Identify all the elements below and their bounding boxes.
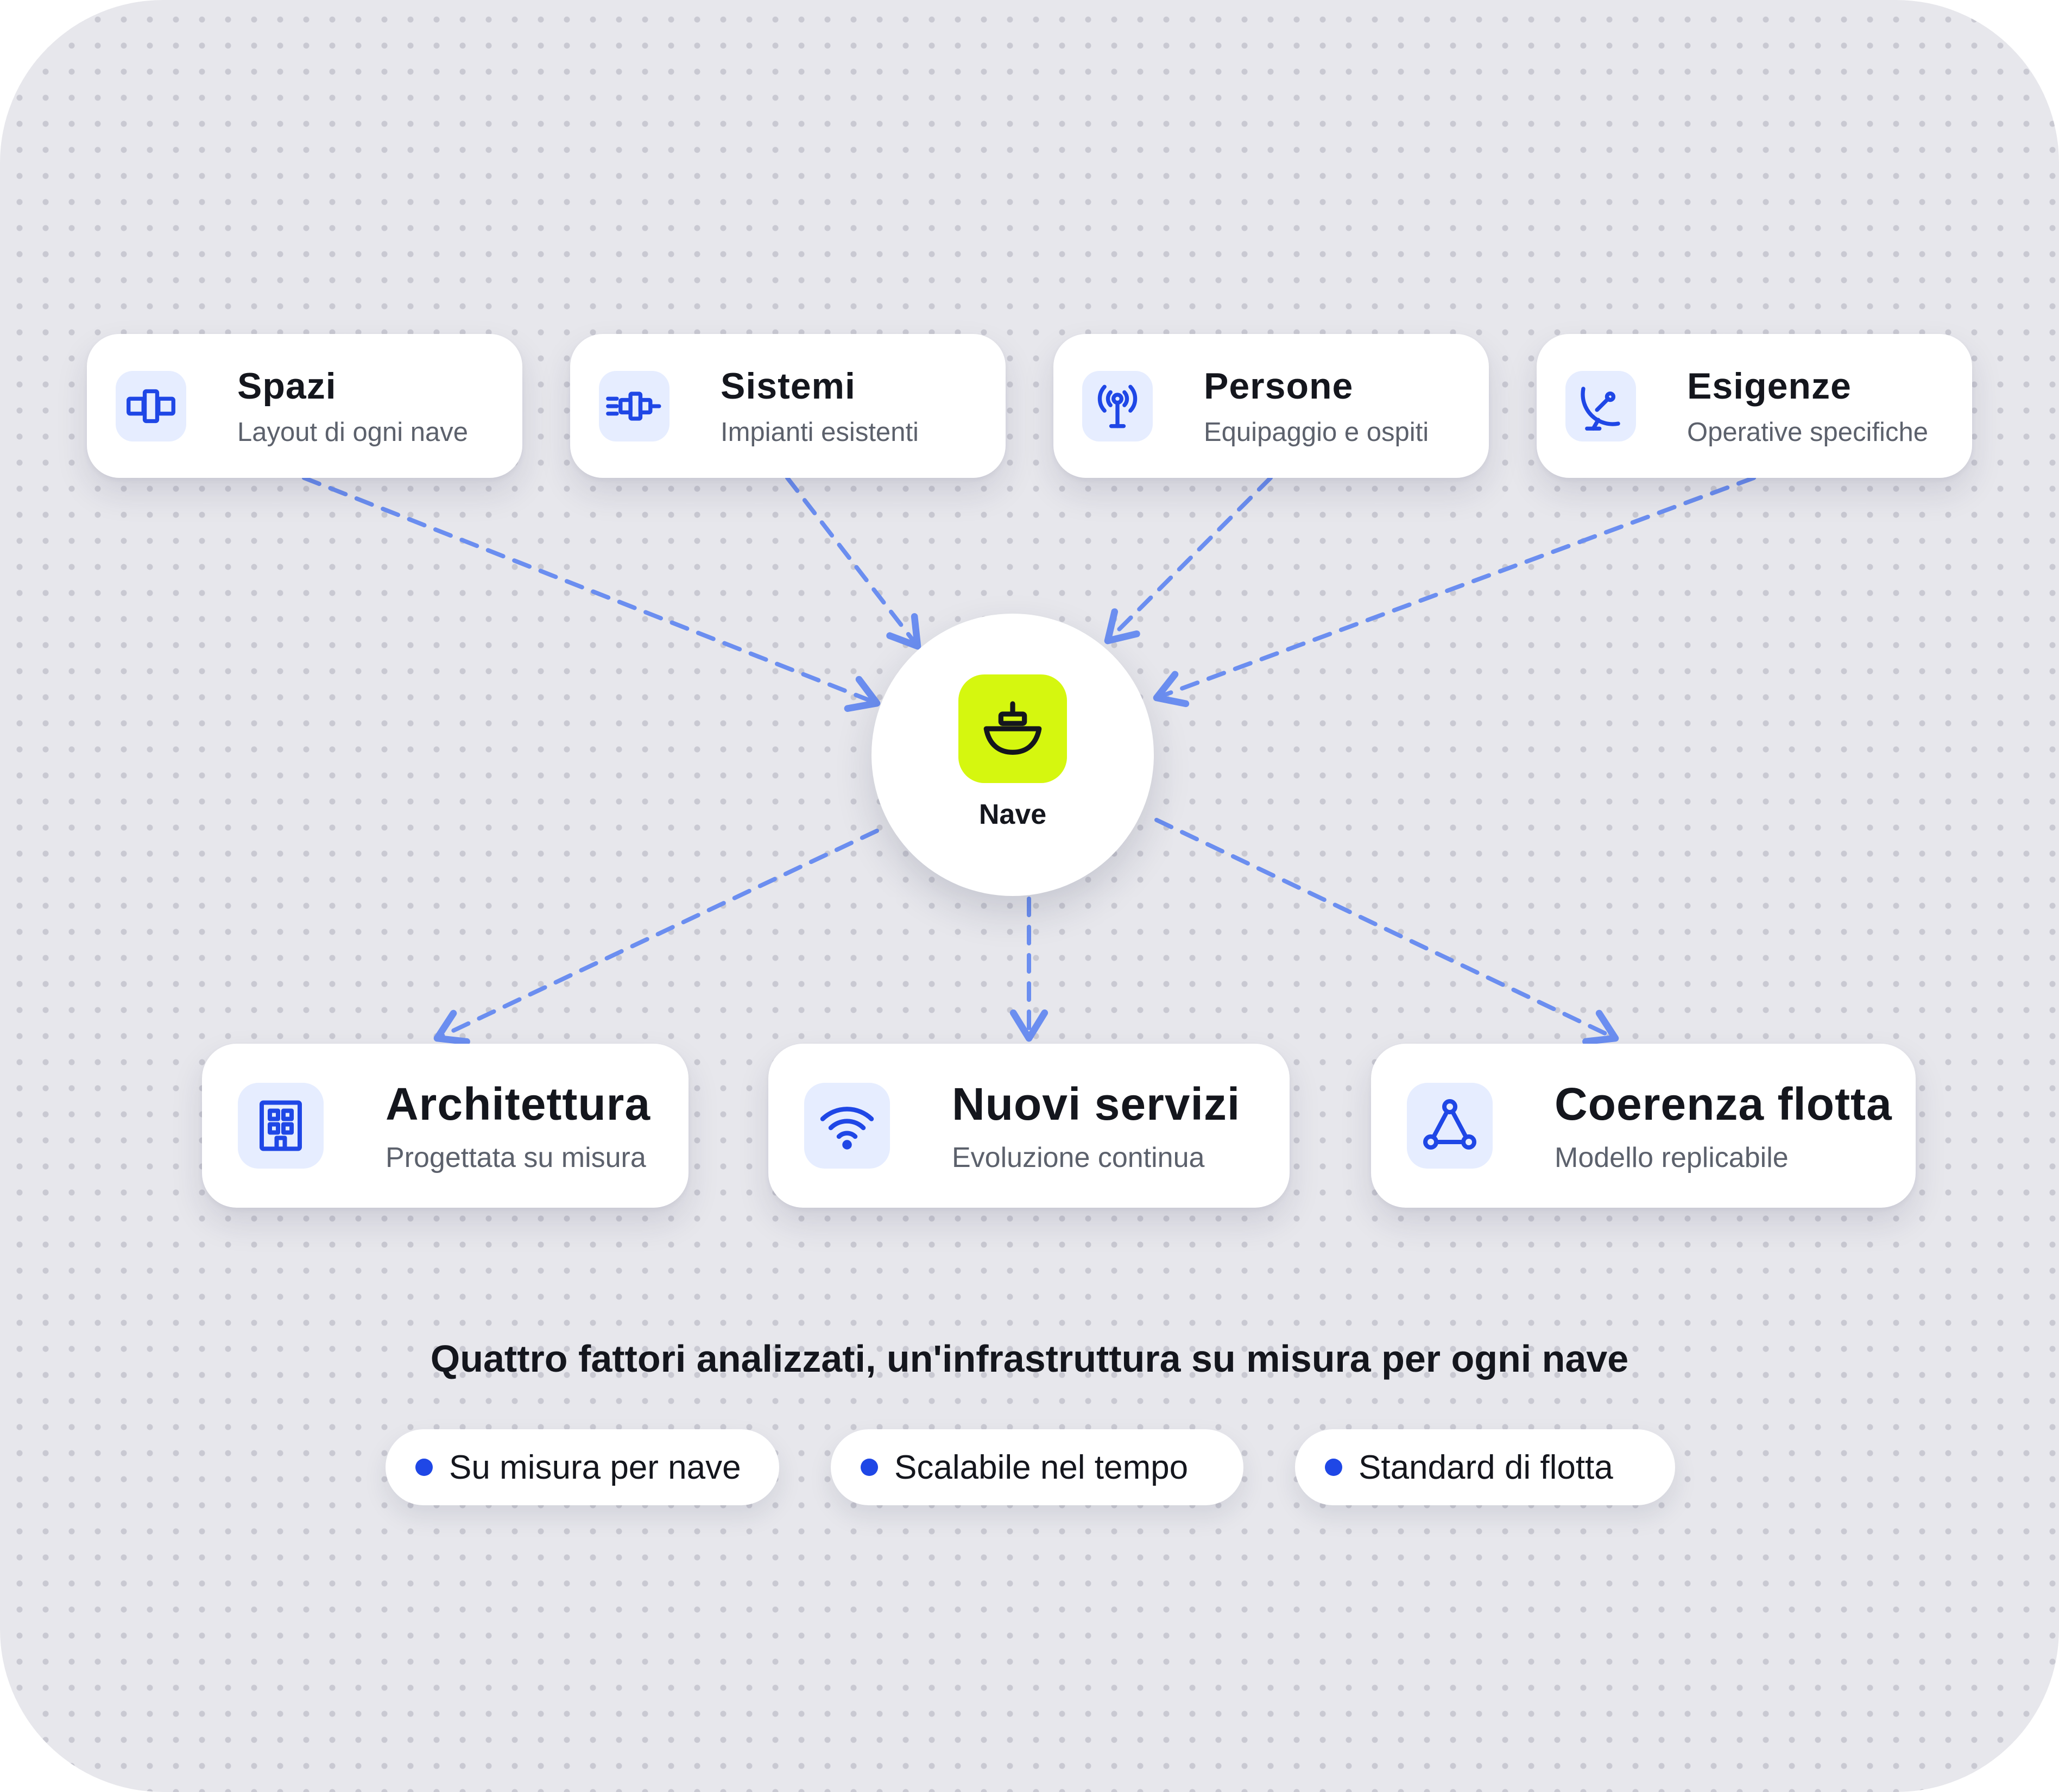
network-triangle-icon	[1407, 1083, 1493, 1169]
layout-blocks-icon	[116, 370, 186, 441]
antenna-icon	[1082, 370, 1153, 441]
diagram-caption: Quattro fattori analizzati, un'infrastru…	[430, 1337, 1629, 1380]
input-subtitle: Impianti esistenti	[721, 417, 919, 447]
bullet-dot-icon	[861, 1459, 878, 1476]
output-title: Coerenza flotta	[1555, 1078, 1892, 1130]
input-title: Sistemi	[721, 365, 856, 407]
connector-sistemi-to-nave	[785, 476, 921, 650]
input-card-esigenze: Esigenze Operative specifiche	[1537, 334, 1972, 478]
input-subtitle: Operative specifiche	[1687, 417, 1928, 447]
input-card-sistemi: Sistemi Impianti esistenti	[570, 334, 1006, 478]
output-subtitle: Evoluzione continua	[952, 1141, 1205, 1173]
connector-nave-to-architettura	[433, 829, 879, 1045]
output-title: Architettura	[386, 1078, 651, 1130]
input-subtitle: Equipaggio e ospiti	[1204, 417, 1429, 447]
tag-pill-scalabile: Scalabile nel tempo	[831, 1429, 1243, 1505]
connected-system-icon	[599, 370, 670, 441]
input-card-persone: Persone Equipaggio e ospiti	[1053, 334, 1489, 478]
ship-icon	[958, 674, 1067, 783]
output-subtitle: Modello replicabile	[1555, 1141, 1789, 1173]
building-icon	[238, 1083, 324, 1169]
satellite-dish-icon	[1565, 370, 1636, 441]
tag-label: Standard di flotta	[1359, 1448, 1613, 1486]
tag-label: Su misura per nave	[449, 1448, 741, 1486]
output-subtitle: Progettata su misura	[386, 1141, 646, 1173]
bullet-dot-icon	[1325, 1459, 1342, 1476]
tag-label: Scalabile nel tempo	[894, 1448, 1189, 1486]
input-title: Persone	[1204, 365, 1354, 407]
connector-persone-to-nave	[1104, 476, 1273, 645]
hub-label: Nave	[978, 799, 1047, 830]
output-card-coerenza-flotta: Coerenza flotta Modello replicabile	[1371, 1044, 1916, 1208]
input-title: Spazi	[237, 365, 337, 407]
hub-node-nave: Nave	[871, 614, 1154, 896]
input-title: Esigenze	[1687, 365, 1852, 407]
output-title: Nuovi servizi	[952, 1078, 1241, 1130]
input-subtitle: Layout di ogni nave	[237, 417, 468, 447]
wifi-icon	[804, 1083, 890, 1169]
input-card-spazi: Spazi Layout di ogni nave	[87, 334, 522, 478]
connector-esigenze-to-nave	[1153, 476, 1756, 708]
connector-nave-to-coerenza-flotta	[1154, 818, 1619, 1045]
tag-pill-su-misura: Su misura per nave	[386, 1429, 779, 1505]
tag-pill-standard: Standard di flotta	[1295, 1429, 1675, 1505]
bullet-dot-icon	[415, 1459, 433, 1476]
output-card-architettura: Architettura Progettata su misura	[202, 1044, 689, 1208]
connector-spazi-to-nave	[302, 476, 881, 712]
output-card-nuovi-servizi: Nuovi servizi Evoluzione continua	[768, 1044, 1290, 1208]
